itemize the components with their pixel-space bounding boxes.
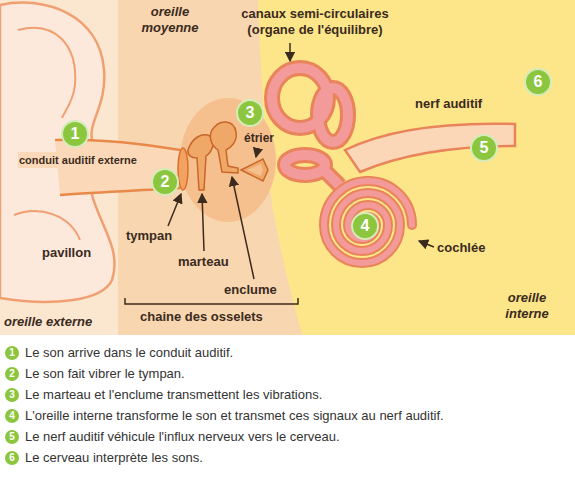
canals-outline	[272, 68, 348, 186]
eardrum	[178, 148, 188, 190]
inner-ear-ground	[258, 0, 575, 335]
part-label: cochlée	[437, 240, 485, 256]
auditory-nerve	[345, 124, 515, 172]
note-text: Le son fait vibrer le tympan.	[25, 366, 185, 382]
part-label: marteau	[178, 254, 229, 270]
region-label: oreille moyenne	[135, 4, 205, 36]
bracket	[125, 298, 298, 304]
callout-number: 1	[71, 126, 80, 142]
note-number: 5	[5, 430, 19, 444]
group-label: chaine des osselets	[140, 309, 263, 325]
part-label: tympan	[126, 228, 172, 244]
stapes-hole	[247, 164, 263, 176]
callout-circle: 2	[151, 168, 179, 196]
note-row: 2 Le son fait vibrer le tympan.	[5, 365, 185, 383]
callout-number: 3	[246, 105, 255, 121]
leader-line	[232, 177, 254, 279]
leader-line	[256, 148, 258, 157]
leader-line	[289, 43, 291, 61]
callout-circle: 4	[351, 212, 379, 240]
note-row: 1 Le son arrive dans le conduit auditif.	[5, 344, 233, 362]
duct	[322, 168, 340, 186]
note-text: L'oreille interne transforme le son et t…	[25, 408, 444, 424]
note-number: 2	[5, 367, 19, 381]
part-label: pavillon	[42, 245, 91, 261]
part-label: enclume	[224, 282, 277, 298]
duct	[322, 168, 340, 186]
leader-line	[419, 241, 434, 247]
canal	[318, 88, 348, 142]
leader-lines	[168, 43, 434, 279]
part-label: canaux semi-circulaires (organe de l'équ…	[220, 6, 410, 38]
middle-ear-cavity	[180, 98, 276, 222]
note-number: 3	[5, 388, 19, 402]
canals-fill	[272, 68, 348, 186]
part-label: conduit auditif externe	[18, 152, 138, 168]
part-label: nerf auditif	[415, 96, 482, 112]
note-text: Le nerf auditif véhicule l'influx nerveu…	[25, 429, 340, 445]
region-label: oreille externe	[4, 314, 92, 330]
note-row: 3 Le marteau et l'enclume transmettent le…	[5, 386, 322, 404]
pinna-fold	[18, 28, 75, 118]
region-label: oreille interne	[492, 290, 562, 322]
cochlea	[324, 181, 412, 263]
callout-number: 2	[161, 174, 170, 190]
pinna-fold	[14, 211, 80, 240]
stapes	[241, 159, 268, 181]
note-text: Le marteau et l'enclume transmettent les…	[25, 387, 322, 403]
leader-line	[202, 194, 204, 251]
note-row: 5 Le nerf auditif véhicule l'influx nerve…	[5, 428, 340, 446]
callout-circle: 3	[236, 99, 264, 127]
malleus	[188, 135, 213, 190]
canal	[318, 88, 348, 142]
note-row: 6 Le cerveau interprète les sons.	[5, 449, 203, 467]
leader-line	[168, 194, 181, 226]
callout-circle: 6	[524, 68, 552, 96]
note-number: 1	[5, 346, 19, 360]
note-text: Le son arrive dans le conduit auditif.	[25, 345, 233, 361]
note-row: 4 L'oreille interne transforme le son et …	[5, 407, 444, 425]
callout-number: 6	[534, 74, 543, 90]
callout-circle: 5	[470, 134, 498, 162]
background	[0, 0, 575, 335]
incus	[210, 122, 238, 173]
callout-number: 5	[480, 140, 489, 156]
callout-number: 4	[361, 218, 370, 234]
callout-circle: 1	[61, 120, 89, 148]
part-label: étrier	[244, 130, 274, 146]
note-number: 6	[5, 451, 19, 465]
note-number: 4	[5, 409, 19, 423]
note-text: Le cerveau interprète les sons.	[25, 450, 203, 466]
cochlea-outline	[324, 181, 412, 263]
